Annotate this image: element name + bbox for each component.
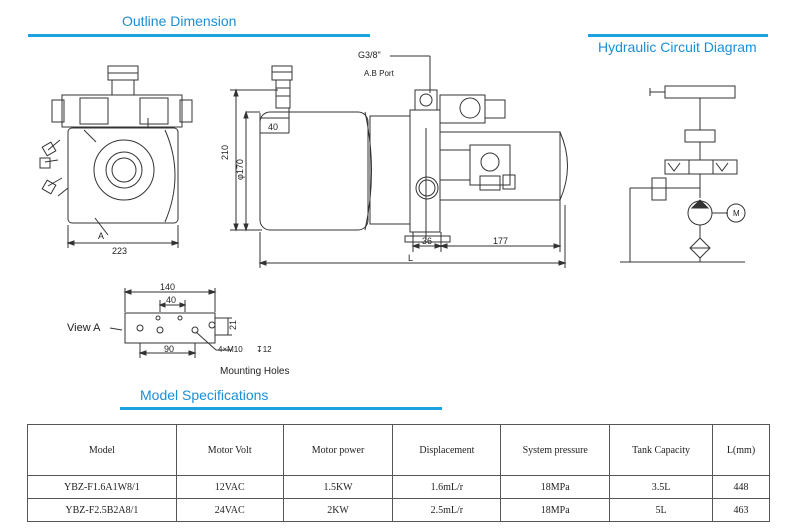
- cell-system-pressure: 18MPa: [500, 498, 611, 522]
- dim-40-view: 40: [166, 295, 176, 305]
- cell-model: YBZ-F1.6A1W8/1: [27, 475, 177, 499]
- header-length: L(mm): [712, 424, 770, 476]
- dim-90: 90: [164, 344, 174, 354]
- hole-depth: ↧12: [256, 345, 272, 354]
- hydraulic-underline: [588, 34, 768, 37]
- header-displacement: Displacement: [392, 424, 502, 476]
- cell-tank-capacity: 3.5L: [609, 475, 713, 499]
- header-model: Model: [27, 424, 177, 476]
- header-motor-volt: Motor Volt: [175, 424, 284, 476]
- dim-223: 223: [112, 246, 127, 256]
- model-specs-underline: [120, 407, 442, 410]
- cell-motor-volt: 24VAC: [175, 498, 284, 522]
- dim-140: 140: [160, 282, 175, 292]
- cell-length: 463: [712, 498, 770, 522]
- hydraulic-circuit-heading: Hydraulic Circuit Diagram: [598, 39, 757, 55]
- side-view: [230, 55, 568, 268]
- cell-motor-power: 1.5KW: [282, 475, 394, 499]
- cell-tank-capacity: 5L: [609, 498, 713, 522]
- motor-symbol: M: [733, 209, 740, 218]
- outline-underline: [28, 34, 370, 37]
- dim-phi170: φ170: [235, 159, 245, 180]
- header-motor-power: Motor power: [282, 424, 394, 476]
- header-tank-capacity: Tank Capacity: [609, 424, 713, 476]
- hydraulic-circuit-drawing: [620, 85, 746, 263]
- header-system-pressure: System pressure: [500, 424, 611, 476]
- dim-36: 36: [422, 236, 432, 246]
- dim-40-top: 40: [268, 122, 278, 132]
- table-row: YBZ-F1.6A1W8/1 12VAC 1.5KW 1.6mL/r 18MPa…: [27, 475, 770, 499]
- cell-system-pressure: 18MPa: [500, 475, 611, 499]
- view-a-label: View A: [67, 322, 101, 334]
- cell-displacement: 1.6mL/r: [392, 475, 502, 499]
- cell-model: YBZ-F2.5B2A8/1: [27, 498, 177, 522]
- port-size: G3/8": [358, 50, 381, 60]
- port-name: A.B Port: [364, 69, 395, 78]
- table-row: YBZ-F2.5B2A8/1 24VAC 2KW 2.5mL/r 18MPa 5…: [27, 498, 770, 522]
- cell-motor-volt: 12VAC: [175, 475, 284, 499]
- mounting-holes-label: Mounting Holes: [220, 366, 290, 377]
- table-header-row: Model Motor Volt Motor power Displacemen…: [27, 424, 770, 476]
- view-a-drawing: [109, 288, 232, 358]
- dim-177: 177: [493, 236, 508, 246]
- front-view: [39, 65, 193, 248]
- cell-motor-power: 2KW: [282, 498, 394, 522]
- hole-spec: 4×M10: [218, 345, 243, 354]
- dim-21: 21: [228, 320, 238, 330]
- cell-length: 448: [712, 475, 770, 499]
- cell-displacement: 2.5mL/r: [392, 498, 502, 522]
- model-spec-table: Model Motor Volt Motor power Displacemen…: [27, 424, 770, 522]
- model-specifications-heading: Model Specifications: [140, 387, 269, 403]
- outline-dimension-heading: Outline Dimension: [122, 13, 237, 29]
- dim-l: L: [408, 253, 413, 263]
- dim-210: 210: [220, 145, 230, 160]
- label-a: A: [98, 231, 104, 241]
